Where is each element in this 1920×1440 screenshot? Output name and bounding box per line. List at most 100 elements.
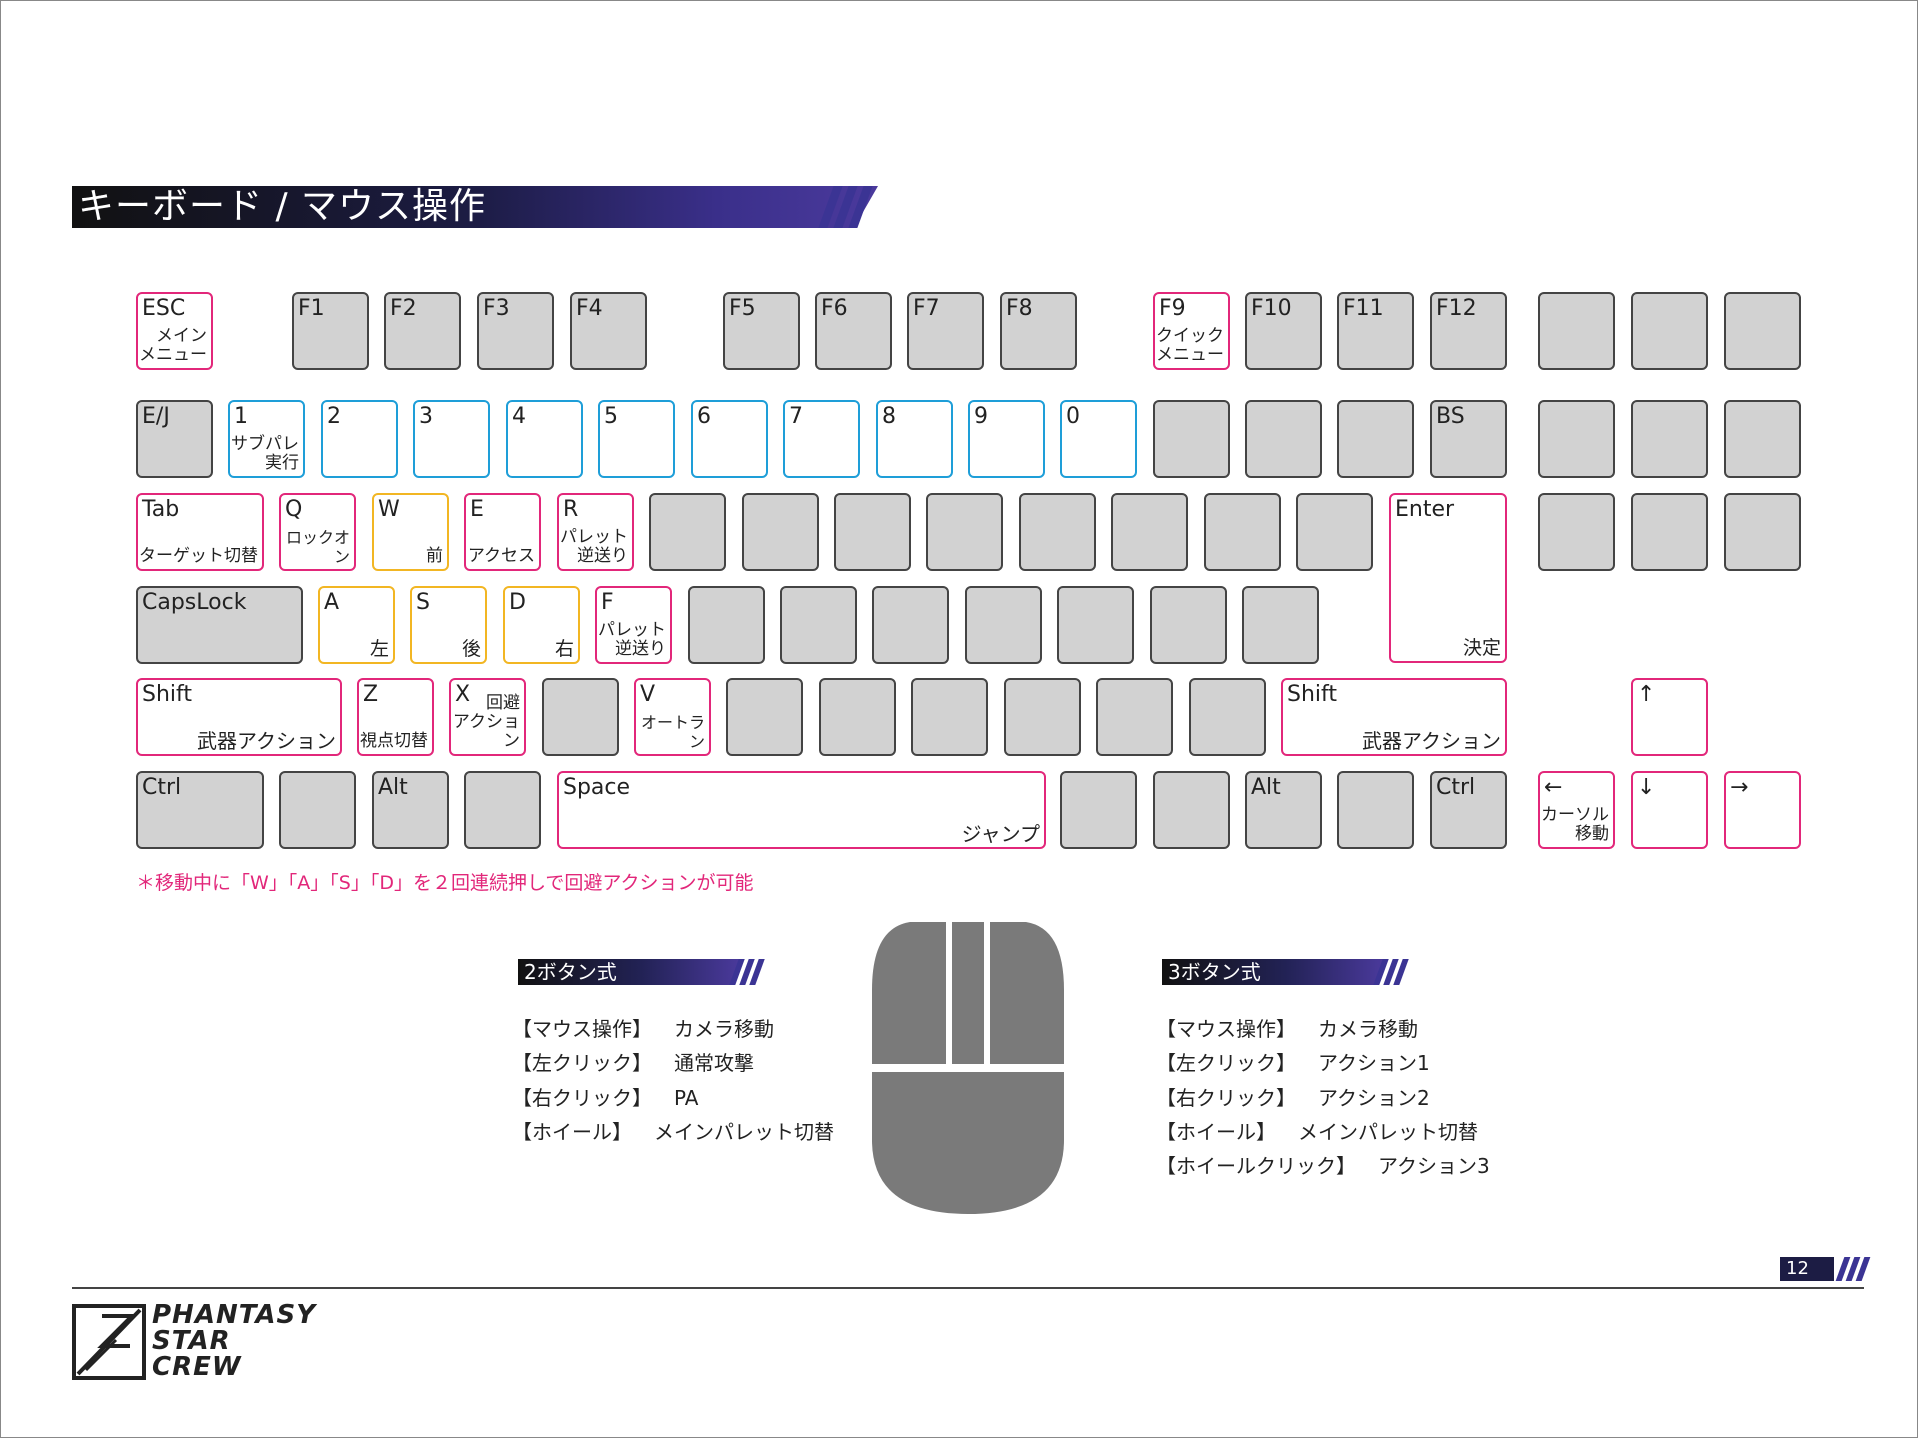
two-button-item: 【右クリック】PA bbox=[512, 1086, 699, 1110]
key-f5: F5 bbox=[723, 292, 800, 370]
key-2: 2 bbox=[321, 400, 398, 478]
key-alt-left: Alt bbox=[372, 771, 449, 849]
mouse-wheel bbox=[952, 922, 984, 1064]
key-tab: Tab ターゲット切替 bbox=[136, 493, 264, 571]
key-blank bbox=[1631, 493, 1708, 571]
key-blank bbox=[464, 771, 541, 849]
mouse-illustration bbox=[872, 922, 1064, 1214]
three-button-item: 【右クリック】アクション2 bbox=[1156, 1086, 1430, 1110]
key-blank bbox=[688, 586, 765, 664]
key-arrow-right: → bbox=[1724, 771, 1801, 849]
key-blank bbox=[1004, 678, 1081, 756]
three-button-item: 【左クリック】アクション1 bbox=[1156, 1051, 1430, 1075]
key-blank bbox=[1153, 400, 1230, 478]
key-blank bbox=[1296, 493, 1373, 571]
title-band: キーボード / マウス操作 bbox=[72, 186, 878, 228]
key-f6: F6 bbox=[815, 292, 892, 370]
key-blank bbox=[1019, 493, 1096, 571]
page-title: キーボード / マウス操作 bbox=[78, 186, 487, 227]
key-blank bbox=[542, 678, 619, 756]
key-space: Space ジャンプ bbox=[557, 771, 1046, 849]
two-button-item: 【左クリック】通常攻撃 bbox=[512, 1051, 754, 1075]
key-blank bbox=[1724, 400, 1801, 478]
key-blank bbox=[1538, 292, 1615, 370]
key-6: 6 bbox=[691, 400, 768, 478]
three-button-item: 【ホイールクリック】アクション3 bbox=[1156, 1154, 1490, 1178]
key-q: Q ロックオン bbox=[279, 493, 356, 571]
key-arrow-up: ↑ bbox=[1631, 678, 1708, 756]
key-z: Z 視点切替 bbox=[357, 678, 434, 756]
key-blank bbox=[1204, 493, 1281, 571]
three-button-item: 【マウス操作】カメラ移動 bbox=[1156, 1017, 1418, 1041]
key-blank bbox=[926, 493, 1003, 571]
key-ej: E/J bbox=[136, 400, 213, 478]
three-button-heading: 3ボタン式 bbox=[1162, 959, 1386, 985]
key-8: 8 bbox=[876, 400, 953, 478]
key-esc: ESC メインメニュー bbox=[136, 292, 213, 370]
key-blank bbox=[911, 678, 988, 756]
key-d: D 右 bbox=[503, 586, 580, 664]
key-f7: F7 bbox=[907, 292, 984, 370]
key-e: E アクセス bbox=[464, 493, 541, 571]
key-f12: F12 bbox=[1430, 292, 1507, 370]
key-shift-right: Shift 武器アクション bbox=[1281, 678, 1507, 756]
key-blank bbox=[965, 586, 1042, 664]
key-f2: F2 bbox=[384, 292, 461, 370]
key-shift-left: Shift 武器アクション bbox=[136, 678, 342, 756]
key-capslock: CapsLock bbox=[136, 586, 303, 664]
key-a: A 左 bbox=[318, 586, 395, 664]
key-blank bbox=[1111, 493, 1188, 571]
key-blank bbox=[1337, 400, 1414, 478]
two-button-item: 【マウス操作】カメラ移動 bbox=[512, 1017, 774, 1041]
key-f: F パレット逆送り bbox=[595, 586, 672, 664]
key-arrow-left: ← カーソル移動 bbox=[1538, 771, 1615, 849]
key-blank bbox=[1189, 678, 1266, 756]
key-blank bbox=[742, 493, 819, 571]
key-0: 0 bbox=[1060, 400, 1137, 478]
key-blank bbox=[1538, 400, 1615, 478]
three-button-item: 【ホイール】メインパレット切替 bbox=[1156, 1120, 1478, 1144]
key-blank bbox=[834, 493, 911, 571]
key-blank bbox=[1631, 400, 1708, 478]
key-ctrl-right: Ctrl bbox=[1430, 771, 1507, 849]
key-f4: F4 bbox=[570, 292, 647, 370]
key-ctrl-left: Ctrl bbox=[136, 771, 264, 849]
key-arrow-down: ↓ bbox=[1631, 771, 1708, 849]
key-f3: F3 bbox=[477, 292, 554, 370]
key-blank bbox=[1060, 771, 1137, 849]
key-blank bbox=[1631, 292, 1708, 370]
key-7: 7 bbox=[783, 400, 860, 478]
key-x: X 回避アクション bbox=[449, 678, 526, 756]
key-5: 5 bbox=[598, 400, 675, 478]
key-blank bbox=[1057, 586, 1134, 664]
key-blank bbox=[279, 771, 356, 849]
key-1: 1 サブパレ実行 bbox=[228, 400, 305, 478]
key-blank bbox=[1096, 678, 1173, 756]
dodge-note: ＊移動中に「W」「A」「S」「D」を２回連続押しで回避アクションが可能 bbox=[136, 872, 754, 894]
key-blank bbox=[872, 586, 949, 664]
key-blank bbox=[1724, 292, 1801, 370]
key-bs: BS bbox=[1430, 400, 1507, 478]
key-r: R パレット逆送り bbox=[557, 493, 634, 571]
key-blank bbox=[1153, 771, 1230, 849]
key-blank bbox=[819, 678, 896, 756]
key-f1: F1 bbox=[292, 292, 369, 370]
key-w: W 前 bbox=[372, 493, 449, 571]
key-blank bbox=[1538, 493, 1615, 571]
mouse-right-button bbox=[990, 922, 1064, 1064]
key-v: V オートラン bbox=[634, 678, 711, 756]
mouse-body bbox=[872, 1072, 1064, 1214]
key-s: S 後 bbox=[410, 586, 487, 664]
phantasy-star-crew-logo bbox=[72, 1304, 146, 1380]
key-blank bbox=[1242, 586, 1319, 664]
key-blank bbox=[1724, 493, 1801, 571]
key-f9: F9 クイックメニュー bbox=[1153, 292, 1230, 370]
key-blank bbox=[649, 493, 726, 571]
key-9: 9 bbox=[968, 400, 1045, 478]
two-button-heading: 2ボタン式 bbox=[518, 959, 742, 985]
key-f11: F11 bbox=[1337, 292, 1414, 370]
key-blank bbox=[1150, 586, 1227, 664]
footer-divider bbox=[72, 1287, 1864, 1289]
